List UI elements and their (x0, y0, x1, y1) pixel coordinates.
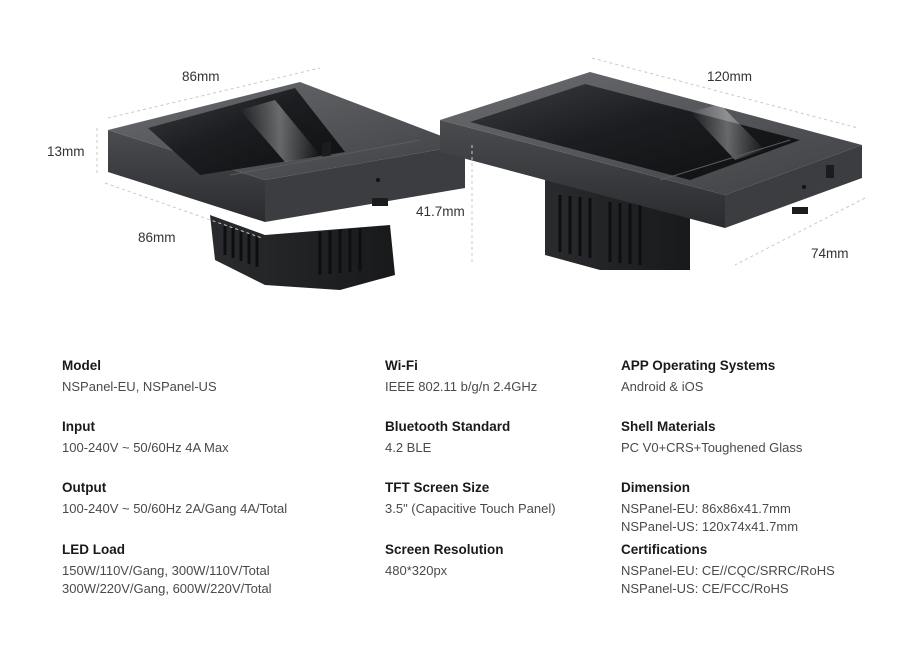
spec-value: 300W/220V/Gang, 600W/220V/Total (62, 581, 272, 596)
spec-value: 4.2 BLE (385, 440, 432, 455)
spec-dimension: Dimension NSPanel-EU: 86x86x41.7mm NSPan… (621, 479, 900, 536)
dim-right-depth-label: 74mm (811, 246, 849, 261)
spec-app-os: APP Operating Systems Android & iOS (621, 357, 900, 396)
spec-value: 3.5" (Capacitive Touch Panel) (385, 501, 556, 516)
spec-title: Shell Materials (621, 419, 716, 434)
spec-value: Android & iOS (621, 379, 704, 394)
spec-value: 480*320px (385, 563, 448, 578)
spec-title: TFT Screen Size (385, 480, 490, 495)
spec-value: NSPanel-EU, NSPanel-US (62, 379, 217, 394)
product-dimension-illustration: 86mm 13mm 86mm 41.7mm 120mm 74mm (47, 57, 866, 290)
spec-value: 100-240V ~ 50/60Hz 4A Max (62, 440, 229, 455)
spec-value: 100-240V ~ 50/60Hz 2A/Gang 4A/Total (62, 501, 288, 516)
spec-title: Output (62, 480, 107, 495)
nspanel-us-device (440, 72, 862, 270)
spec-screen-resolution: Screen Resolution 480*320px (385, 541, 675, 580)
spec-input: Input 100-240V ~ 50/60Hz 4A Max (62, 418, 352, 457)
spec-bluetooth: Bluetooth Standard 4.2 BLE (385, 418, 675, 457)
spec-led-load: LED Load 150W/110V/Gang, 300W/110V/Total… (62, 541, 352, 598)
spec-title: Screen Resolution (385, 542, 504, 557)
dim-left-width-label: 86mm (182, 69, 220, 84)
spec-title: Wi-Fi (385, 358, 418, 373)
spec-title: Bluetooth Standard (385, 419, 511, 434)
spec-title: Input (62, 419, 95, 434)
spec-screen-size: TFT Screen Size 3.5" (Capacitive Touch P… (385, 479, 675, 518)
spec-value: NSPanel-EU: 86x86x41.7mm (621, 501, 791, 516)
spec-shell-materials: Shell Materials PC V0+CRS+Toughened Glas… (621, 418, 900, 457)
spec-value: PC V0+CRS+Toughened Glass (621, 440, 803, 455)
spec-title: Certifications (621, 542, 708, 557)
spec-value: NSPanel-US: CE/FCC/RoHS (621, 581, 789, 596)
spec-title: Model (62, 358, 101, 373)
specifications-grid: Model NSPanel-EU, NSPanel-US Input 100-2… (0, 355, 900, 655)
spec-title: APP Operating Systems (621, 358, 776, 373)
dim-back-depth-label: 41.7mm (416, 204, 465, 219)
spec-title: Dimension (621, 480, 691, 495)
spec-value: IEEE 802.11 b/g/n 2.4GHz (385, 379, 538, 394)
dim-left-height-label: 13mm (47, 144, 85, 159)
dim-right-width-label: 120mm (707, 69, 752, 84)
dimension-lines (96, 57, 866, 266)
spec-value: NSPanel-US: 120x74x41.7mm (621, 519, 799, 534)
spec-model: Model NSPanel-EU, NSPanel-US (62, 357, 352, 396)
spec-wifi: Wi-Fi IEEE 802.11 b/g/n 2.4GHz (385, 357, 675, 396)
spec-value: NSPanel-EU: CE//CQC/SRRC/RoHS (621, 563, 835, 578)
spec-certifications: Certifications NSPanel-EU: CE//CQC/SRRC/… (621, 541, 900, 598)
spec-value: 150W/110V/Gang, 300W/110V/Total (62, 563, 270, 578)
spec-output: Output 100-240V ~ 50/60Hz 2A/Gang 4A/Tot… (62, 479, 352, 518)
dim-left-depth-label: 86mm (138, 230, 176, 245)
spec-title: LED Load (62, 542, 125, 557)
nspanel-eu-device (108, 82, 465, 290)
